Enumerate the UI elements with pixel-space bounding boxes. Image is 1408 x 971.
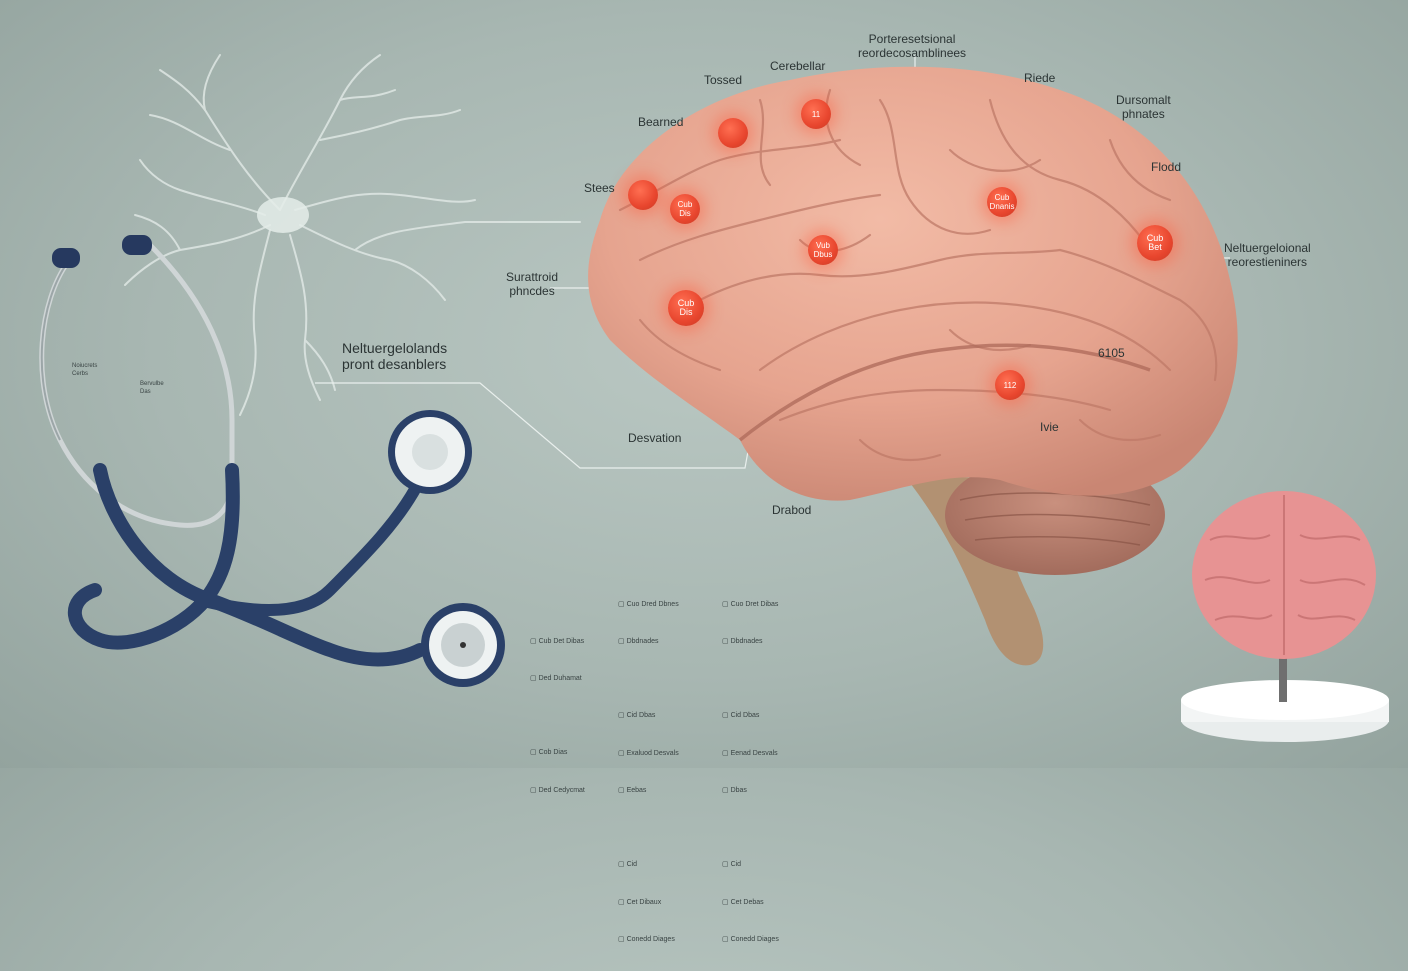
label-neurg-right: Neltuergeloional reorestieniners <box>1224 241 1311 269</box>
neuron-inset-label-a: Noiucrets Cerbs <box>72 363 98 377</box>
legend-spacer <box>722 822 779 834</box>
legend-spacer <box>618 673 679 685</box>
label-drabod: Drabod <box>772 503 812 517</box>
brain-illustration <box>588 66 1238 666</box>
legend-spacer <box>722 673 779 685</box>
legend-item: Dbdnades <box>722 636 779 648</box>
legend-item: Cid Dbas <box>618 710 679 722</box>
legend-item: Cet Debas <box>722 897 779 909</box>
legend-column-3: Cuo Dret Dibas Dbdnades Cid Dbas Eenad D… <box>722 574 779 971</box>
marker-4: Vub Dbus <box>808 235 838 265</box>
label-stees: Stees <box>584 181 615 195</box>
marker-1: 11 <box>801 99 831 129</box>
legend-item: Cid <box>722 859 779 871</box>
label-desvation: Desvation <box>628 431 682 445</box>
stethoscope-earpiece <box>52 248 80 268</box>
label-bearned: Bearned <box>638 115 684 129</box>
stethoscope-earpiece <box>122 235 152 255</box>
legend-item: Cid <box>618 859 679 871</box>
brainstem <box>900 470 1044 666</box>
legend-item: Exaluod Desvals <box>618 748 679 760</box>
label-6105: 6105 <box>1098 346 1125 360</box>
legend-column-2: Cuo Dred Dbnes Dbdnades Cid Dbas Exaluod… <box>618 574 679 971</box>
brain-diagram: Cerebellar Porteresetsional reordecosamb… <box>0 0 1408 768</box>
legend-item: Conedd Diages <box>618 934 679 946</box>
legend-item: Eebas <box>618 785 679 797</box>
neuron-inset-label-b: Bervulbe Das <box>140 381 164 395</box>
label-flodd: Flodd <box>1151 160 1182 174</box>
marker-stees <box>628 180 658 210</box>
brain-model-on-stand <box>1181 491 1389 742</box>
legend-item: Cet Dibaux <box>618 897 679 909</box>
legend-spacer <box>618 822 679 834</box>
legend-item: Cuo Dret Dibas <box>722 599 779 611</box>
marker-8: 112 <box>995 370 1025 400</box>
legend-item: Dbdnades <box>618 636 679 648</box>
legend-item: Cuo Dred Dbnes <box>618 599 679 611</box>
label-ivie: Ivie <box>1040 420 1059 434</box>
legend-item: Ded Duhamat <box>530 673 585 685</box>
legend-item: Ded Cedycmat <box>530 785 585 797</box>
label-cerebellar: Cerebellar <box>770 59 826 73</box>
label-neurg-left: Neltuergelolands pront desanblers <box>342 340 448 372</box>
legend-item: Eenad Desvals <box>722 748 779 760</box>
marker-6: Cub Bet <box>1137 225 1173 261</box>
legend-column-1: Cub Det Dibas Ded Duhamat Cob Dias Ded C… <box>530 611 585 822</box>
legend-item: Cub Det Dibas <box>530 636 585 648</box>
legend-spacer <box>530 710 585 722</box>
marker-2: Cub Dis <box>670 194 700 224</box>
label-dursomalt: Dursomalt phnates <box>1116 93 1171 121</box>
marker-5: Cub Dnanis <box>987 187 1017 217</box>
marker-3: Cub Dis <box>668 290 704 326</box>
cerebrum <box>588 66 1238 501</box>
label-top-title: Porteresetsional reordecosamblinees <box>858 32 967 60</box>
legend-item: Cob Dias <box>530 747 585 759</box>
label-tossed: Tossed <box>704 73 743 87</box>
stethoscope <box>39 235 505 687</box>
label-surattroid: Surattroid phncdes <box>506 270 559 298</box>
neuron-cell-body <box>257 197 309 233</box>
legend-item: Cid Dbas <box>722 710 779 722</box>
marker-tossed <box>718 118 748 148</box>
label-riede: Riede <box>1024 71 1056 85</box>
legend-item: Dbas <box>722 785 779 797</box>
legend-item: Conedd Diages <box>722 934 779 946</box>
